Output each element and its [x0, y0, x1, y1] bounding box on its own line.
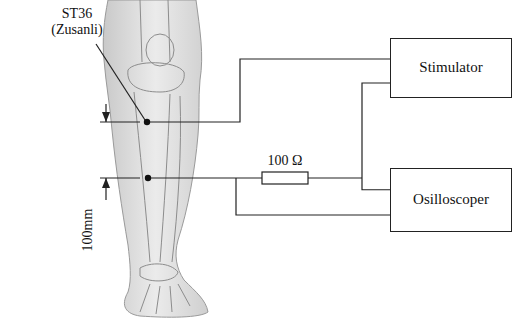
electrode [145, 175, 151, 181]
leg-outline [103, 0, 208, 317]
resistor-symbol [262, 172, 308, 184]
box-label: Stimulator [419, 59, 482, 76]
leader-line [96, 44, 145, 120]
electrode [144, 119, 150, 125]
wire [147, 59, 390, 122]
oscilloscope-box: Osilloscoper [390, 168, 512, 232]
wire [308, 177, 362, 178]
acupoint-label: ST36 (Zusanli) [46, 6, 108, 38]
resistance-value: 100 Ω [268, 153, 303, 169]
dimension-arrow [102, 112, 110, 188]
wire [236, 178, 390, 215]
dimension-label: 100mm [80, 209, 96, 252]
bones [128, 0, 190, 314]
wire [148, 177, 262, 178]
wire-connector [362, 83, 390, 190]
stimulator-box: Stimulator [390, 38, 512, 98]
dimension-line [100, 104, 140, 200]
box-label: Osilloscoper [413, 191, 489, 208]
